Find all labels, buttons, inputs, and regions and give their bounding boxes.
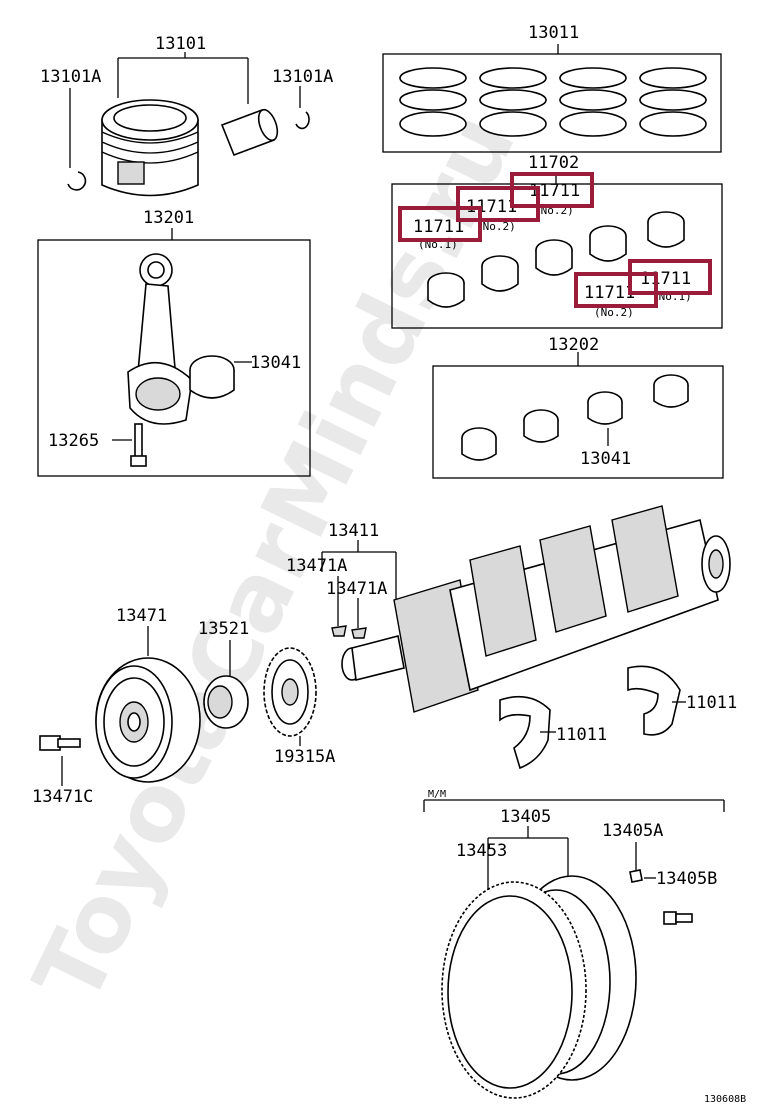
rod-bolt-icon[interactable] (130, 423, 147, 467)
label-13201[interactable]: 13201 (143, 208, 194, 228)
mm-section-group: M/M 13405 13453 13405A 13405B (423, 789, 725, 1099)
highlight-box-11711-d (574, 272, 658, 308)
rod-bearing-shell-3-icon[interactable] (587, 391, 623, 425)
label-13471a-b[interactable]: 13471A (326, 579, 387, 599)
crankshaft-group: 13411 13471A 13471A 11011 11011 (286, 505, 737, 770)
label-13011[interactable]: 13011 (528, 23, 579, 43)
ring-set-4-icon[interactable] (639, 67, 707, 137)
label-11702[interactable]: 11702 (528, 153, 579, 173)
label-13471c[interactable]: 13471C (32, 787, 93, 807)
bearing-shell-4-icon[interactable] (589, 225, 627, 262)
label-13521[interactable]: 13521 (198, 619, 249, 639)
label-13471a-a[interactable]: 13471A (286, 556, 347, 576)
thrust-washer-a-icon[interactable] (499, 695, 551, 770)
dowel-pin-icon[interactable] (629, 869, 643, 883)
timing-sprocket-icon[interactable] (263, 647, 317, 737)
label-11011-a[interactable]: 11011 (556, 725, 607, 745)
piston-group: 13101 13101A 13101A (40, 34, 333, 197)
label-11711-a[interactable]: 11711 (413, 217, 464, 237)
label-13265[interactable]: 13265 (48, 431, 99, 451)
label-11711-c[interactable]: 11711 (529, 181, 580, 201)
highlight-box-11711-e (628, 259, 712, 295)
rod-bearings-group: 13202 13041 (432, 335, 724, 479)
rod-bearing-icon[interactable] (189, 355, 235, 399)
timing-gears-group: 13521 19315A (198, 619, 335, 767)
crank-bearings-group: 11702 11711 (No.1) 11711 (No.2) 11711 (N… (391, 153, 723, 329)
key-b-icon[interactable] (351, 627, 367, 639)
bearing-shell-5-icon[interactable] (647, 211, 685, 248)
figure-code: 130608B (704, 1094, 746, 1105)
highlight-box-11711-c (510, 172, 594, 208)
label-13101[interactable]: 13101 (155, 34, 206, 54)
label-19315a[interactable]: 19315A (274, 747, 335, 767)
connecting-rod-group: 13201 13041 13265 (37, 208, 311, 477)
ring-set-3-icon[interactable] (559, 67, 627, 137)
variant-label: M/M (428, 789, 446, 800)
crank-gear-icon[interactable] (203, 675, 249, 729)
rod-bearing-shell-1-icon[interactable] (461, 427, 497, 461)
ring-set-2-icon[interactable] (479, 67, 547, 137)
flywheel-bolt-icon[interactable] (663, 911, 693, 925)
rod-bearing-shell-4-icon[interactable] (653, 374, 689, 408)
label-13202[interactable]: 13202 (548, 335, 599, 355)
bearing-shell-1-icon[interactable] (427, 272, 465, 308)
crankshaft-icon[interactable] (341, 505, 731, 713)
crank-pulley-icon[interactable] (95, 657, 201, 783)
crank-pulley-group: 13471 13471C (32, 606, 201, 807)
label-13101a-right[interactable]: 13101A (272, 67, 333, 87)
piston-pin-icon[interactable] (220, 107, 281, 157)
label-13405[interactable]: 13405 (500, 807, 551, 827)
snap-ring-left-icon[interactable] (67, 171, 87, 191)
label-11011-b[interactable]: 11011 (686, 693, 737, 713)
sub-label-no2-b: (No.2) (476, 220, 516, 233)
label-13041-rod[interactable]: 13041 (250, 353, 301, 373)
snap-ring-right-icon[interactable] (295, 111, 310, 130)
piston-icon[interactable] (101, 99, 199, 197)
pulley-bolt-icon[interactable] (39, 735, 81, 751)
connecting-rod-icon[interactable] (127, 253, 193, 425)
sub-label-no2-d: (No.2) (594, 306, 634, 319)
rod-bearing-shell-2-icon[interactable] (523, 409, 559, 443)
ring-set-1-icon[interactable] (399, 67, 467, 137)
label-13041-main[interactable]: 13041 (580, 449, 631, 469)
bearing-shell-2-icon[interactable] (481, 255, 519, 292)
label-13405a[interactable]: 13405A (602, 821, 663, 841)
piston-rings-group: 13011 (382, 23, 722, 153)
ring-gear-icon[interactable] (441, 881, 587, 1099)
thrust-washer-b-icon[interactable] (627, 665, 681, 736)
label-13101a-left[interactable]: 13101A (40, 67, 101, 87)
label-13471[interactable]: 13471 (116, 606, 167, 626)
label-13405b[interactable]: 13405B (656, 869, 717, 889)
highlight-box-11711-a (398, 206, 482, 242)
label-11711-d[interactable]: 11711 (584, 283, 635, 303)
label-13411[interactable]: 13411 (328, 521, 379, 541)
bearing-shell-3-icon[interactable] (535, 239, 573, 276)
label-13453[interactable]: 13453 (456, 841, 507, 861)
key-a-icon[interactable] (331, 625, 347, 637)
